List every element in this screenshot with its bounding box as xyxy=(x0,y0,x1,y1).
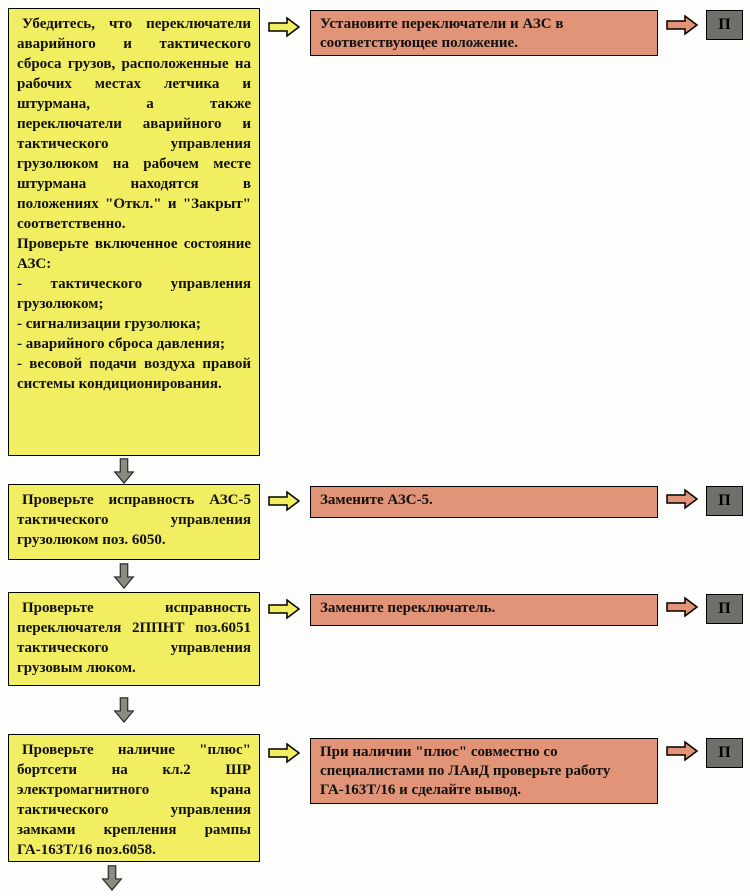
right-arrow-shape xyxy=(268,16,301,38)
right-arrow-icon xyxy=(268,742,301,764)
check-box-4: Проверьте наличие "плюс" бортсети на кл.… xyxy=(8,734,260,862)
right-arrow-shape xyxy=(268,490,301,512)
right-arrow-shape xyxy=(666,596,699,618)
right-arrow-shape xyxy=(268,598,301,620)
action-box-1: Установите переключатели и АЗС в соответ… xyxy=(310,10,658,56)
right-arrow-icon xyxy=(268,598,301,620)
check-box-1: Убедитесь, что переключатели аварийного … xyxy=(8,8,260,456)
terminal-box-4: П xyxy=(706,738,743,768)
down-arrow-shape xyxy=(113,458,135,485)
right-arrow-icon xyxy=(666,740,699,762)
right-arrow-shape xyxy=(666,14,699,36)
right-arrow-shape xyxy=(666,488,699,510)
action-box-3: Замените переключатель. xyxy=(310,594,658,626)
check-box-2: Проверьте исправность АЗС-5 тактического… xyxy=(8,484,260,560)
terminal-box-3: П xyxy=(706,594,743,624)
action-box-2: Замените АЗС-5. xyxy=(310,486,658,518)
right-arrow-icon xyxy=(268,16,301,38)
down-arrow-continuation-icon xyxy=(101,865,123,892)
right-arrow-shape xyxy=(666,740,699,762)
terminal-box-2: П xyxy=(706,486,743,516)
down-arrow-shape xyxy=(113,697,135,724)
down-arrow-icon xyxy=(113,697,135,724)
terminal-box-1: П xyxy=(706,10,743,40)
down-arrow-icon xyxy=(113,458,135,485)
right-arrow-icon xyxy=(666,14,699,36)
right-arrow-icon xyxy=(268,490,301,512)
right-arrow-icon xyxy=(666,488,699,510)
down-arrow-shape xyxy=(101,865,123,892)
check-box-3: Проверьте исправность переключателя 2ППН… xyxy=(8,592,260,686)
right-arrow-shape xyxy=(268,742,301,764)
down-arrow-icon xyxy=(113,563,135,590)
right-arrow-icon xyxy=(666,596,699,618)
action-box-4: При наличии "плюс" совместно со специали… xyxy=(310,738,658,804)
down-arrow-shape xyxy=(113,563,135,590)
